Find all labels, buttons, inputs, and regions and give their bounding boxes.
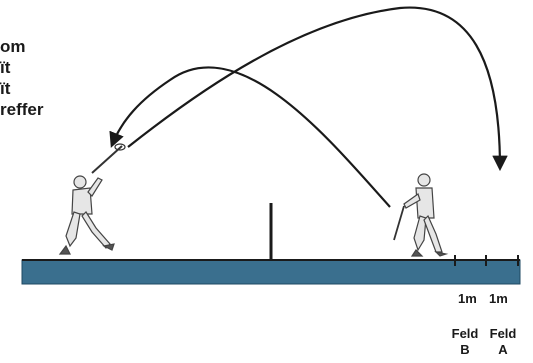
player-right-figure <box>394 174 446 256</box>
field-letter: B <box>450 342 480 358</box>
field-label-b: Feld B <box>450 326 480 358</box>
distance-label: 1m <box>489 291 508 306</box>
field-title: Feld <box>450 326 480 342</box>
left-text-line: reffer <box>0 99 43 120</box>
court-surface <box>22 260 520 284</box>
left-text-line: ït <box>0 78 10 99</box>
field-label-a: Feld A <box>488 326 518 358</box>
field-title: Feld <box>488 326 518 342</box>
left-text-line: ït <box>0 57 10 78</box>
trajectory-arrow-to-right <box>128 8 500 168</box>
field-letter: A <box>488 342 518 358</box>
trajectory-arrow-to-left <box>112 67 390 207</box>
left-text-line: om <box>0 36 26 57</box>
distance-label: 1m <box>458 291 477 306</box>
player-left-figure <box>60 144 125 254</box>
